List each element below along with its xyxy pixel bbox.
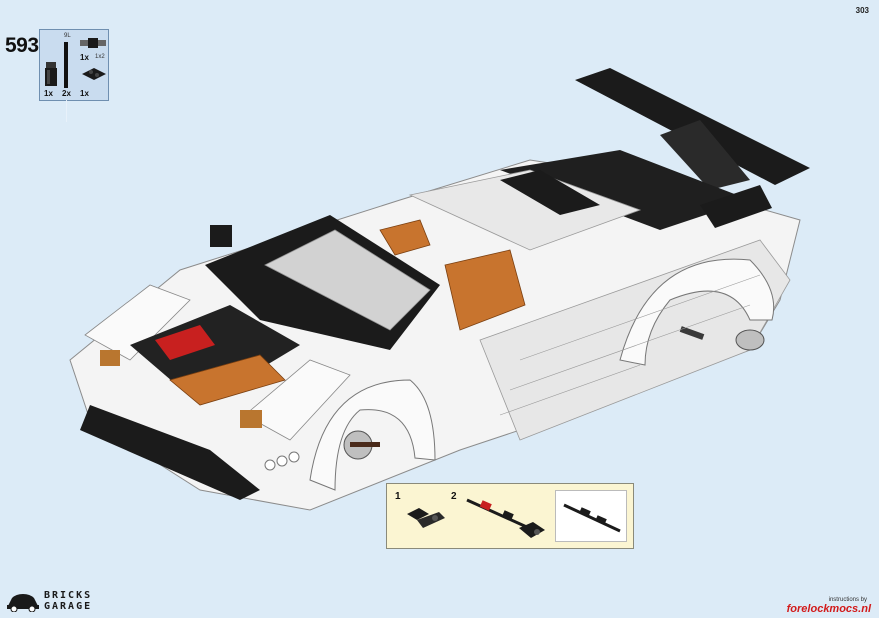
- substep-number: 2: [451, 491, 457, 502]
- page-number: 303: [855, 6, 869, 15]
- part-qty: 1x: [44, 89, 53, 98]
- logo-line1: BRICKS: [44, 590, 93, 601]
- callout-divider: [66, 100, 67, 122]
- axle-assembly-icon: [466, 498, 545, 538]
- step-number: 593: [5, 34, 39, 57]
- bricks-garage-logo: BRICKS GARAGE: [6, 590, 106, 614]
- axle-connector-icon: [45, 62, 57, 86]
- axle-9l-icon: [64, 42, 68, 88]
- part-size-label: 1x2: [95, 54, 105, 60]
- pin-connector-icon: [80, 38, 106, 48]
- subassembly-callout: 1 2: [386, 483, 634, 549]
- car-logo-icon: [7, 594, 39, 612]
- logo-line2: GARAGE: [44, 601, 93, 612]
- credit-caption: instructions by: [828, 597, 867, 603]
- pin-plate-icon: [407, 508, 445, 528]
- axle-result-icon: [563, 503, 621, 533]
- subassembly-result-frame: [555, 490, 627, 542]
- substep-number: 1: [395, 491, 401, 502]
- plate-1x2-icon: [82, 68, 106, 80]
- credit-brand-link[interactable]: forelockmocs.nl: [786, 603, 871, 615]
- car-model-illustration: [69, 68, 810, 511]
- parts-callout: 9L 1x 1x2 1x 2x 1x: [39, 29, 109, 101]
- part-qty: 2x: [62, 89, 71, 98]
- part-qty: 1x: [80, 53, 89, 62]
- part-qty: 1x: [80, 89, 89, 98]
- part-size-label: 9L: [64, 33, 71, 39]
